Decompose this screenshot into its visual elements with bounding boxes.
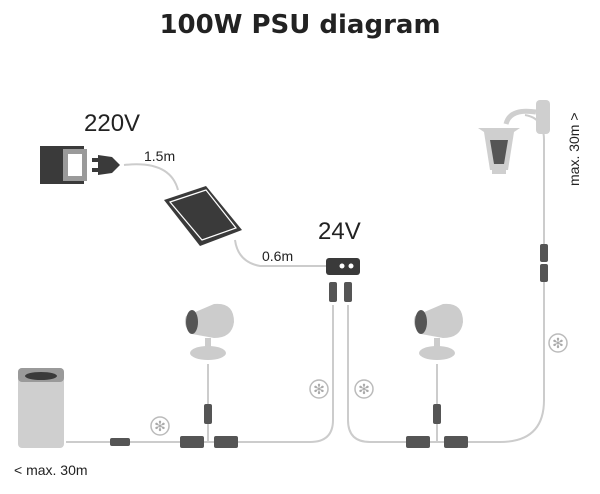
connector-icon (110, 244, 548, 448)
asterisk-glyphs: ✻ ✻ ✻ ✻ (154, 336, 564, 435)
spotlight-icon (413, 303, 463, 360)
asterisk-badge-icon (150, 333, 568, 436)
svg-text:✻: ✻ (313, 382, 325, 398)
mains-cable-length-label: 1.5m (144, 148, 176, 164)
diagram-title: 100W PSU diagram (159, 10, 441, 40)
spotlight-icon (184, 303, 234, 360)
plug-icon (92, 155, 120, 175)
max-length-right-label: max. 30m > (566, 112, 582, 186)
svg-text:✻: ✻ (154, 419, 166, 435)
cables (66, 114, 545, 443)
power-supply-icon (164, 186, 242, 246)
wall-socket-icon (40, 146, 87, 184)
wall-lantern-icon (478, 100, 550, 174)
max-length-left-label: < max. 30m (14, 462, 88, 478)
mains-voltage-label: 220V (84, 110, 141, 137)
connector-icon (329, 282, 352, 302)
svg-text:✻: ✻ (358, 382, 370, 398)
svg-text:✻: ✻ (552, 336, 564, 352)
output-voltage-label: 24V (318, 218, 361, 245)
splitter-icon (326, 258, 360, 275)
pedestal-light-icon (18, 368, 64, 448)
output-cable-length-label: 0.6m (262, 248, 294, 264)
